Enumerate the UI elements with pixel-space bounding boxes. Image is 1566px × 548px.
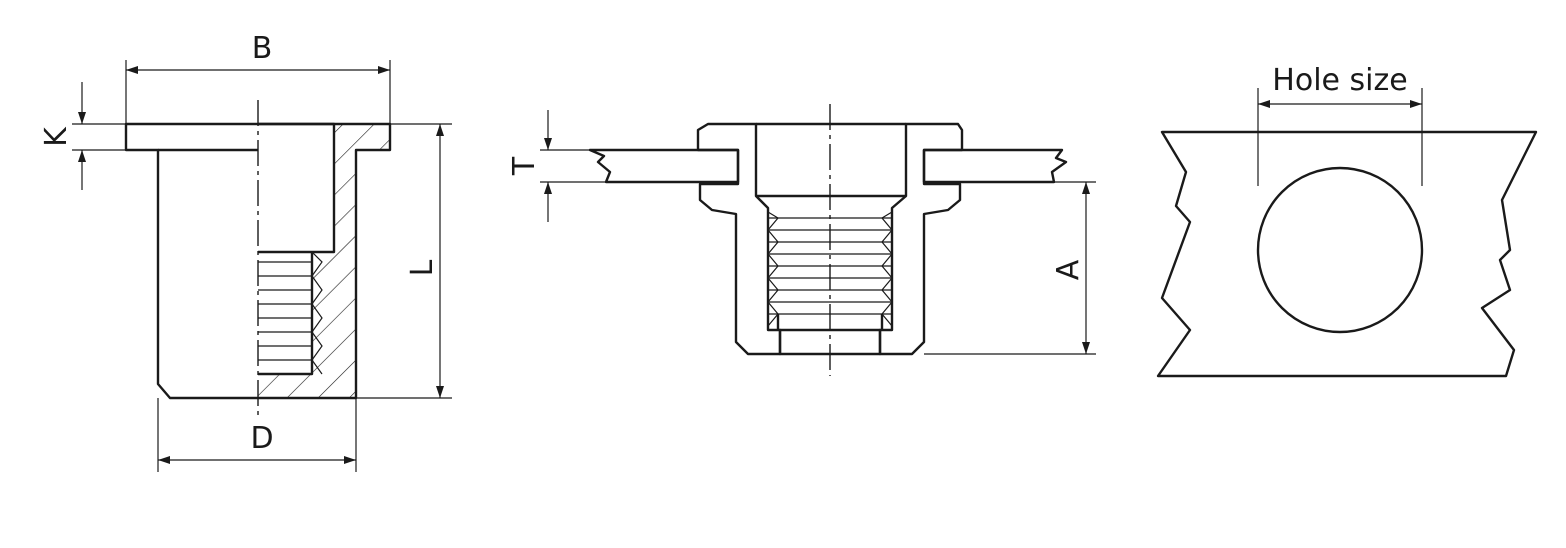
installed-rivet-nut-view: T A — [507, 104, 1096, 376]
plate-left — [588, 148, 740, 184]
rivet-nut-outline — [124, 122, 392, 400]
nut-bottom — [778, 328, 882, 356]
label-k: K — [39, 126, 74, 147]
section-hatch — [258, 124, 390, 398]
plate-hole-view: Hole size — [1156, 63, 1538, 378]
dimension-b: B — [125, 31, 391, 124]
rivet-nut-side-view: B K L D — [39, 31, 452, 472]
plate-right — [922, 148, 1068, 184]
label-b: B — [252, 31, 273, 66]
label-t: T — [507, 156, 542, 176]
label-a: A — [1051, 259, 1086, 280]
dimension-hole-size: Hole size — [1257, 63, 1423, 186]
dimension-a: A — [924, 181, 1096, 355]
dimension-t: T — [507, 110, 606, 222]
dimension-k: K — [39, 82, 126, 190]
dimension-d: D — [157, 398, 357, 472]
hole-circle — [1256, 166, 1424, 334]
plate-outline — [1156, 130, 1538, 378]
label-hole-size: Hole size — [1272, 63, 1407, 98]
internal-thread — [258, 251, 323, 375]
label-d: D — [250, 421, 273, 456]
nut-wall-right — [878, 122, 964, 356]
nut-wall-left — [696, 122, 782, 356]
label-l: L — [405, 259, 440, 276]
dimension-l: L — [356, 123, 452, 399]
